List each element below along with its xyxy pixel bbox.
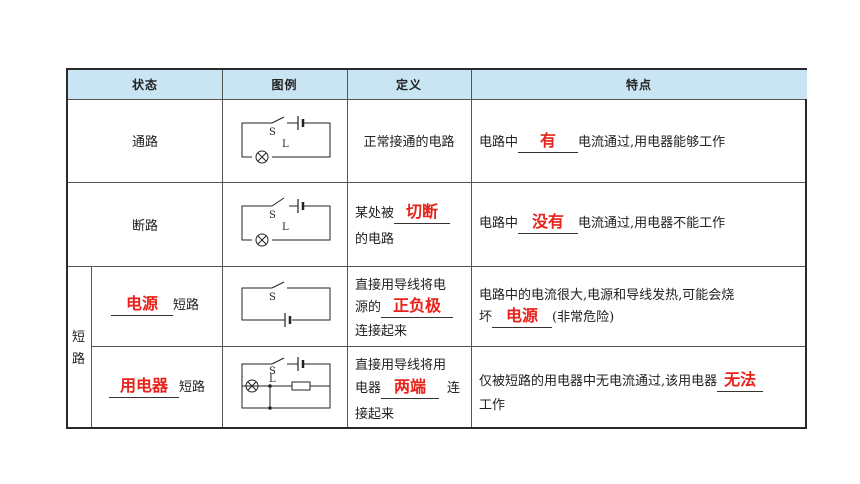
definition-text: 的电路: [355, 232, 395, 247]
feature-open-circuit: 电路中没有电流通过,用电器不能工作: [471, 182, 807, 266]
open-circuit-diagram: S L: [241, 197, 331, 247]
column-divider: [471, 70, 472, 427]
definition-closed-circuit: 正常接通的电路: [363, 135, 455, 150]
state-open-circuit: 断路: [131, 218, 158, 234]
definition-text: 连接起来: [355, 324, 408, 339]
answer-text: 两端: [394, 377, 427, 396]
answer-text: 电源: [506, 306, 539, 325]
answer-blank: 电源: [492, 306, 553, 328]
feature-text: 坏: [479, 310, 493, 325]
source-short-diagram: S: [241, 281, 331, 327]
definition-text: 直接用导线将用: [355, 358, 447, 373]
feature-text: 电路中的电流很大,电源和导线发热,可能会烧: [479, 288, 735, 303]
feature-appliance-short: 仅被短路的用电器中无电流通过,该用电器无法 工作: [471, 346, 807, 429]
group-label-char: 短: [72, 330, 86, 345]
feature-text: (非常危险): [552, 310, 615, 325]
row-divider: [68, 266, 805, 267]
junction-dot: [268, 384, 272, 388]
definition-text: 源的: [355, 300, 382, 315]
switch-label: S: [269, 292, 276, 303]
lamp-label: L: [282, 222, 289, 233]
state-closed-circuit: 通路: [131, 135, 158, 150]
answer-blank: 没有: [518, 212, 579, 234]
answer-blank: 用电器: [109, 377, 179, 398]
answer-blank: 无法: [717, 370, 764, 392]
answer-blank: 电源: [111, 295, 173, 316]
definition-text: 接起来: [355, 407, 395, 422]
definition-text: 某处被: [355, 206, 395, 221]
column-divider: [222, 70, 223, 427]
state-text: 短路: [179, 380, 206, 395]
definition-appliance-short: 直接用导线将用 电器两端 连 接起来: [347, 346, 471, 429]
circuit-state-table: 状态 图例 定义 特点 通路 S L 正常: [66, 68, 807, 429]
column-divider: [347, 70, 348, 427]
closed-circuit-diagram: S L: [241, 116, 331, 164]
header-definition: 定义: [347, 70, 471, 99]
answer-blank: 有: [518, 131, 579, 153]
state-source-short: 电源短路: [91, 266, 222, 346]
definition-open-circuit: 某处被切断 的电路: [347, 182, 471, 266]
switch-label: S: [269, 366, 276, 377]
answer-text: 无法: [724, 370, 757, 389]
diagram-appliance-short: S L: [222, 346, 347, 429]
answer-text: 正负极: [393, 296, 442, 315]
row-divider: [91, 346, 805, 347]
definition-source-short: 直接用导线将电 源的正负极 连接起来: [347, 266, 471, 346]
definition-text: 电器: [355, 381, 382, 396]
diagram-source-short: S: [222, 266, 347, 346]
feature-text: 电路中: [479, 216, 519, 231]
answer-text: 切断: [406, 202, 439, 221]
row-divider: [68, 182, 805, 183]
header-feature: 特点: [471, 70, 807, 99]
answer-text: 电源: [125, 294, 158, 313]
diagram-closed-circuit: S L: [222, 99, 347, 182]
answer-text: 用电器: [119, 376, 168, 395]
feature-source-short: 电路中的电流很大,电源和导线发热,可能会烧 坏电源 (非常危险): [471, 266, 807, 346]
feature-text: 工作: [479, 398, 506, 413]
header-state: 状态: [68, 70, 222, 99]
answer-blank: 正负极: [381, 296, 454, 318]
appliance-short-diagram: S L: [241, 357, 331, 410]
answer-text: 没有: [532, 212, 565, 231]
diagram-open-circuit: S L: [222, 182, 347, 266]
switch-label: S: [269, 127, 276, 138]
short-circuit-group-label: 短 路: [68, 266, 91, 429]
feature-text: 电流通过,用电器不能工作: [578, 216, 726, 231]
row-divider: [68, 99, 805, 100]
switch-label: S: [269, 210, 276, 221]
feature-text: 电路中: [479, 135, 519, 150]
lamp-label: L: [269, 374, 276, 385]
junction-dot: [268, 406, 272, 410]
feature-closed-circuit: 电路中 有 电流通过,用电器能够工作: [471, 99, 807, 182]
definition-text: 直接用导线将电: [355, 278, 447, 293]
feature-text: 仅被短路的用电器中无电流通过,该用电器: [479, 374, 718, 389]
feature-text: 电流通过,用电器能够工作: [578, 135, 726, 150]
group-label-char: 路: [72, 352, 86, 367]
header-diagram: 图例: [222, 70, 347, 99]
answer-text: 有: [540, 131, 557, 150]
lamp-label: L: [282, 139, 289, 150]
state-appliance-short: 用电器短路: [91, 346, 222, 429]
state-text: 短路: [173, 298, 200, 313]
definition-text: 连: [447, 381, 461, 396]
answer-blank: 两端: [381, 377, 440, 399]
answer-blank: 切断: [394, 202, 451, 224]
